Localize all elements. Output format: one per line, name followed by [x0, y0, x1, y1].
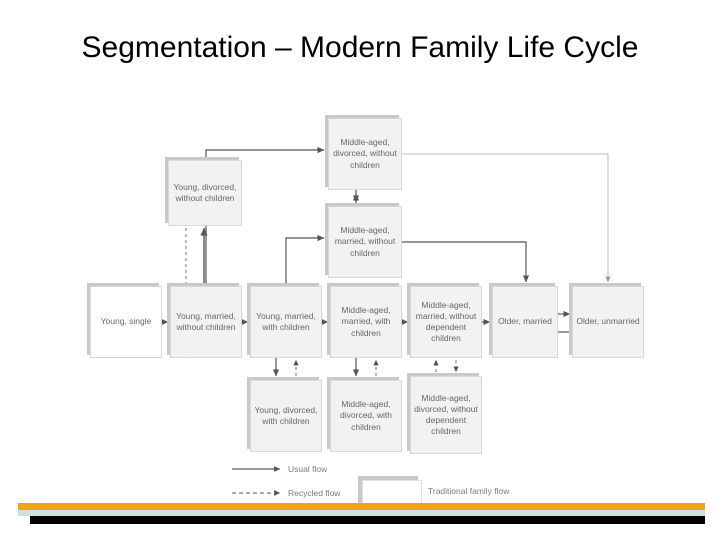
node-label: Middle-aged, divorced, with children — [340, 399, 392, 432]
node-young-divorced-with-children[interactable]: Young, divorced, with children — [250, 380, 322, 452]
node-middle-aged-divorced-with-children[interactable]: Middle-aged, divorced, with children — [330, 380, 402, 452]
node-label: Young, married, with children — [256, 310, 316, 332]
node-label: Older, unmarried — [576, 316, 640, 327]
node-label: Young, divorced, with children — [254, 404, 318, 426]
node-label: Older, married — [498, 316, 552, 327]
footer-bar-orange — [18, 503, 705, 510]
legend-symbols — [232, 466, 281, 496]
node-young-single[interactable]: Young, single — [90, 286, 162, 358]
legend-recycled-flow-label: Recycled flow — [288, 488, 341, 498]
legend-usual-flow-label: Usual flow — [288, 464, 328, 474]
family-life-cycle-diagram: Young, divorced, without children Middle… — [0, 108, 720, 508]
node-older-unmarried[interactable]: Older, unmarried — [572, 286, 644, 358]
node-label: Middle-aged, married, without dependent … — [415, 299, 477, 344]
node-label: Middle-aged, married, without children — [334, 225, 396, 258]
node-young-married-without-children[interactable]: Young, married, without children — [170, 286, 242, 358]
node-older-married[interactable]: Older, married — [492, 286, 558, 358]
node-label: Middle-aged, married, with children — [341, 305, 391, 338]
node-young-divorced-without-children[interactable]: Young, divorced, without children — [168, 160, 242, 226]
node-middle-aged-married-with-children[interactable]: Middle-aged, married, with children — [330, 286, 402, 358]
node-middle-aged-married-without-children[interactable]: Middle-aged, married, without children — [328, 206, 402, 278]
node-label: Middle-aged, divorced, without children — [333, 137, 397, 170]
node-young-married-with-children[interactable]: Young, married, with children — [250, 286, 322, 358]
node-label: Young, married, without children — [176, 310, 236, 332]
node-middle-aged-married-without-dependent-children[interactable]: Middle-aged, married, without dependent … — [410, 286, 482, 358]
legend-traditional-flow-label: Traditional family flow — [428, 486, 510, 496]
node-label: Young, single — [100, 316, 152, 327]
page-title: Segmentation – Modern Family Life Cycle — [81, 31, 639, 64]
node-label: Middle-aged, divorced, without dependent… — [414, 392, 478, 437]
node-label: Young, divorced, without children — [173, 181, 237, 203]
node-middle-aged-divorced-without-dependent-children[interactable]: Middle-aged, divorced, without dependent… — [410, 376, 482, 454]
footer-bar-pale — [18, 510, 705, 516]
footer-bar-black — [30, 516, 705, 524]
node-middle-aged-divorced-without-children[interactable]: Middle-aged, divorced, without children — [328, 118, 402, 190]
